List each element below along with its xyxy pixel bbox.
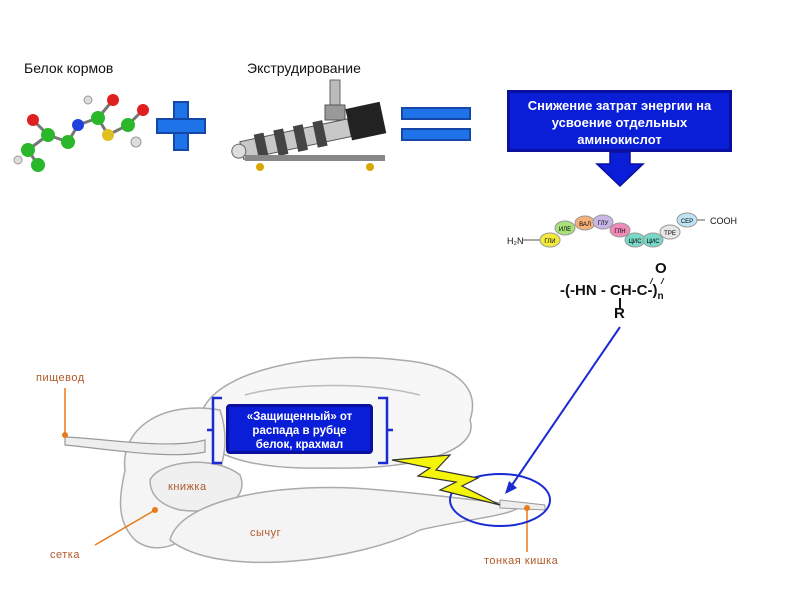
residue-label: ГЛУ [598, 221, 609, 227]
equals-icon [401, 107, 471, 141]
residue-label: ТРЕ [664, 231, 676, 237]
reticulum-label: сетка [50, 549, 80, 561]
small-intestine-highlight [449, 473, 551, 527]
residue-label: ИЛЕ [559, 227, 571, 233]
esophagus-shape [64, 436, 206, 456]
residue-label: СЕР [681, 219, 693, 225]
rumen-inner-fold [244, 384, 421, 396]
formula-main-text: -(-HN - CH-C-) [560, 282, 658, 299]
right-bracket [378, 396, 393, 465]
left-bracket [207, 396, 222, 465]
energy-reduction-box: Снижение затрат энергии на усвоение отде… [507, 90, 732, 152]
formula-to-intestine-arrow [509, 326, 621, 489]
protected-nutrients-box: «Защищенный» от распада в рубце белок, к… [226, 404, 373, 454]
residue-label: ВАЛ [579, 222, 591, 228]
energy-box-text: Снижение затрат энергии на усвоение отде… [527, 98, 712, 147]
protected-box-text: «Защищенный» от распада в рубце белок, к… [246, 411, 353, 451]
extrusion-label: Экструдирование [247, 60, 361, 76]
peptide-chain-diagram: H₂N COOH ГЛИ ИЛЕ ВАЛ ГЛУ ГЛН ЦИС ЦИС ТРЕ… [507, 212, 737, 248]
abomasum-label: сычуг [250, 527, 282, 539]
formula-main: -(-HN - CH-C-)n [560, 282, 664, 302]
formula-r-bond [619, 298, 621, 308]
arrowhead-icon [505, 481, 517, 494]
residue-label: ЦИС [628, 239, 642, 245]
omasum-label: книжка [168, 481, 207, 493]
esophagus-label: пищевод [36, 372, 85, 384]
n-terminus: H₂N [507, 236, 524, 246]
formula-top-o: O [655, 260, 667, 277]
formula-subscript: n [657, 291, 664, 302]
formula-bottom-r: R [614, 305, 625, 322]
plus-icon [156, 101, 206, 151]
extruder-machine-image [231, 79, 387, 171]
feed-protein-label: Белок кормов [24, 60, 114, 76]
residue-label: ГЛН [614, 229, 625, 235]
residue-label: ГЛИ [544, 239, 555, 245]
residue-label: ЦИС [646, 239, 660, 245]
reticulum-pointer [94, 509, 156, 546]
down-arrow-icon [595, 152, 645, 188]
c-terminus: COOH [710, 216, 737, 226]
small-intestine-shape [499, 499, 546, 511]
small-intestine-label: тонкая кишка [484, 555, 559, 567]
lightning-icon [391, 454, 501, 506]
protein-molecule-image [13, 94, 149, 172]
